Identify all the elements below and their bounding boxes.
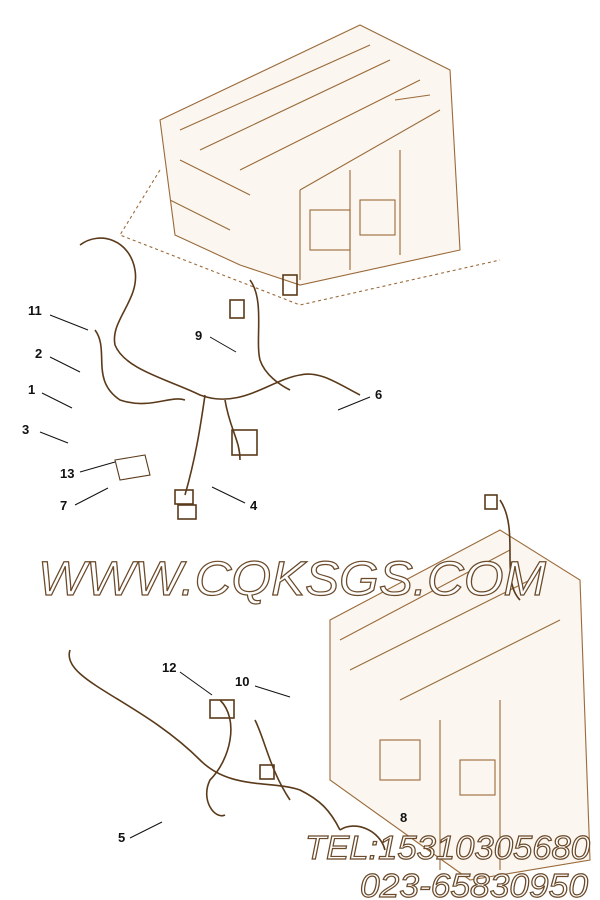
- watermark-url: WWW.CQKSGS.COM: [38, 553, 546, 606]
- callout-2: 2: [35, 346, 42, 361]
- wiring-harness-bottom: [68, 494, 521, 851]
- callout-5: 5: [118, 830, 125, 845]
- watermark-phone: 023-65830950: [360, 867, 589, 900]
- callout-12: 12: [162, 660, 176, 675]
- callout-9: 9: [195, 328, 202, 343]
- callout-13: 13: [60, 466, 74, 481]
- wiring-harness-top: [79, 237, 361, 520]
- callout-4: 4: [250, 498, 258, 513]
- callout-1: 1: [28, 382, 35, 397]
- callout-3: 3: [22, 422, 29, 437]
- callout-leaders: [39, 314, 371, 839]
- engine-block-bottom: [329, 529, 591, 881]
- callout-8: 8: [400, 810, 407, 825]
- callout-7: 7: [60, 498, 67, 513]
- callout-11: 11: [28, 303, 42, 318]
- engine-block-top: [119, 24, 501, 306]
- watermark-tel: TEL:15310305680: [305, 829, 591, 866]
- callout-6: 6: [375, 387, 382, 402]
- callout-10: 10: [235, 674, 249, 689]
